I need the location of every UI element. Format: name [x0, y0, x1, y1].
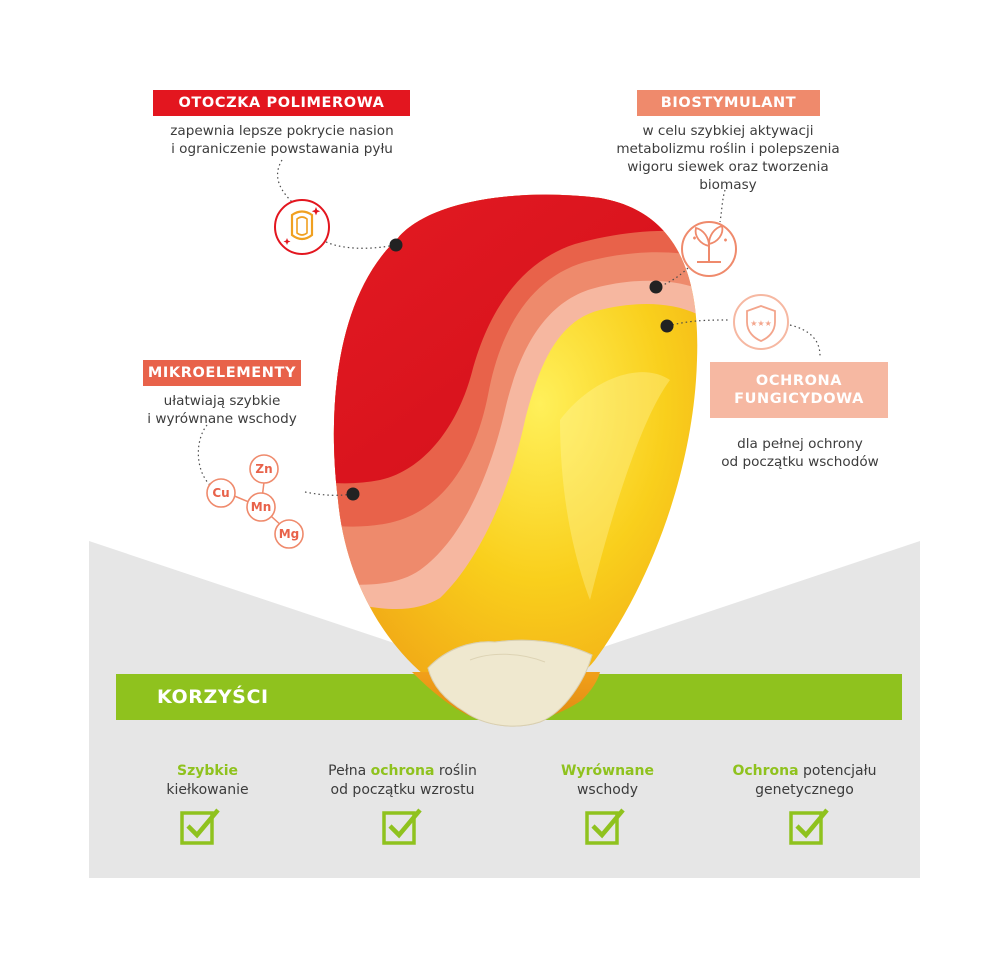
fungicyd-label-line2: FUNGICYDOWA [734, 391, 864, 407]
dot-mikroelementy [346, 487, 360, 501]
fungicyd-label: OCHRONA FUNGICYDOWA [710, 362, 888, 418]
plant-sprout-icon [681, 221, 737, 277]
shield-stars-icon: ★★★ [733, 294, 789, 350]
fungicyd-description: dla pełnej ochrony od początku wschodów [721, 436, 879, 470]
element-mn: Mn [251, 500, 271, 514]
dot-otoczka [389, 238, 403, 252]
korzysci-title: KORZYŚCI [157, 686, 269, 708]
otoczka-description: zapewnia lepsze pokrycie nasion i ograni… [170, 123, 394, 157]
biostymulant-description: w celu szybkiej aktywacji metabolizmu ro… [616, 123, 840, 193]
dot-fungicyd [660, 319, 674, 333]
anchor-dots [346, 238, 674, 501]
biostymulant-label: BIOSTYMULANT [637, 90, 820, 116]
benefit-wyrownane: Wyrównane wschody [561, 763, 654, 798]
element-cu: Cu [212, 486, 229, 500]
benefit-pelna-ochrona: Pełna ochrona roślin od początku wzrostu [328, 763, 477, 798]
element-mg: Mg [279, 527, 300, 541]
checkbox-check-icon [180, 808, 220, 845]
benefit-szybkie: Szybkie kiełkowanie [166, 763, 249, 798]
otoczka-label: OTOCZKA POLIMEROWA [153, 90, 410, 116]
mikroelementy-bubbles: Zn Cu Mn Mg [206, 454, 304, 549]
mikroelementy-label: MIKROELEMENTY [143, 360, 301, 386]
element-zn: Zn [255, 462, 272, 476]
checkbox-check-icon [789, 808, 829, 845]
mikroelementy-description: ułatwiają szybkie i wyrównane wschody [147, 393, 297, 427]
svg-text:★★★: ★★★ [750, 319, 772, 328]
checkbox-check-icon [382, 808, 422, 845]
fungicyd-label-line1: OCHRONA [755, 373, 843, 389]
seed-sparkle-icon [274, 199, 330, 255]
dot-biostymulant [649, 280, 663, 294]
benefit-ochrona-potencjalu: Ochrona potencjału genetycznego [732, 763, 877, 798]
connector-lines [197, 159, 821, 496]
checkbox-check-icon [585, 808, 625, 845]
